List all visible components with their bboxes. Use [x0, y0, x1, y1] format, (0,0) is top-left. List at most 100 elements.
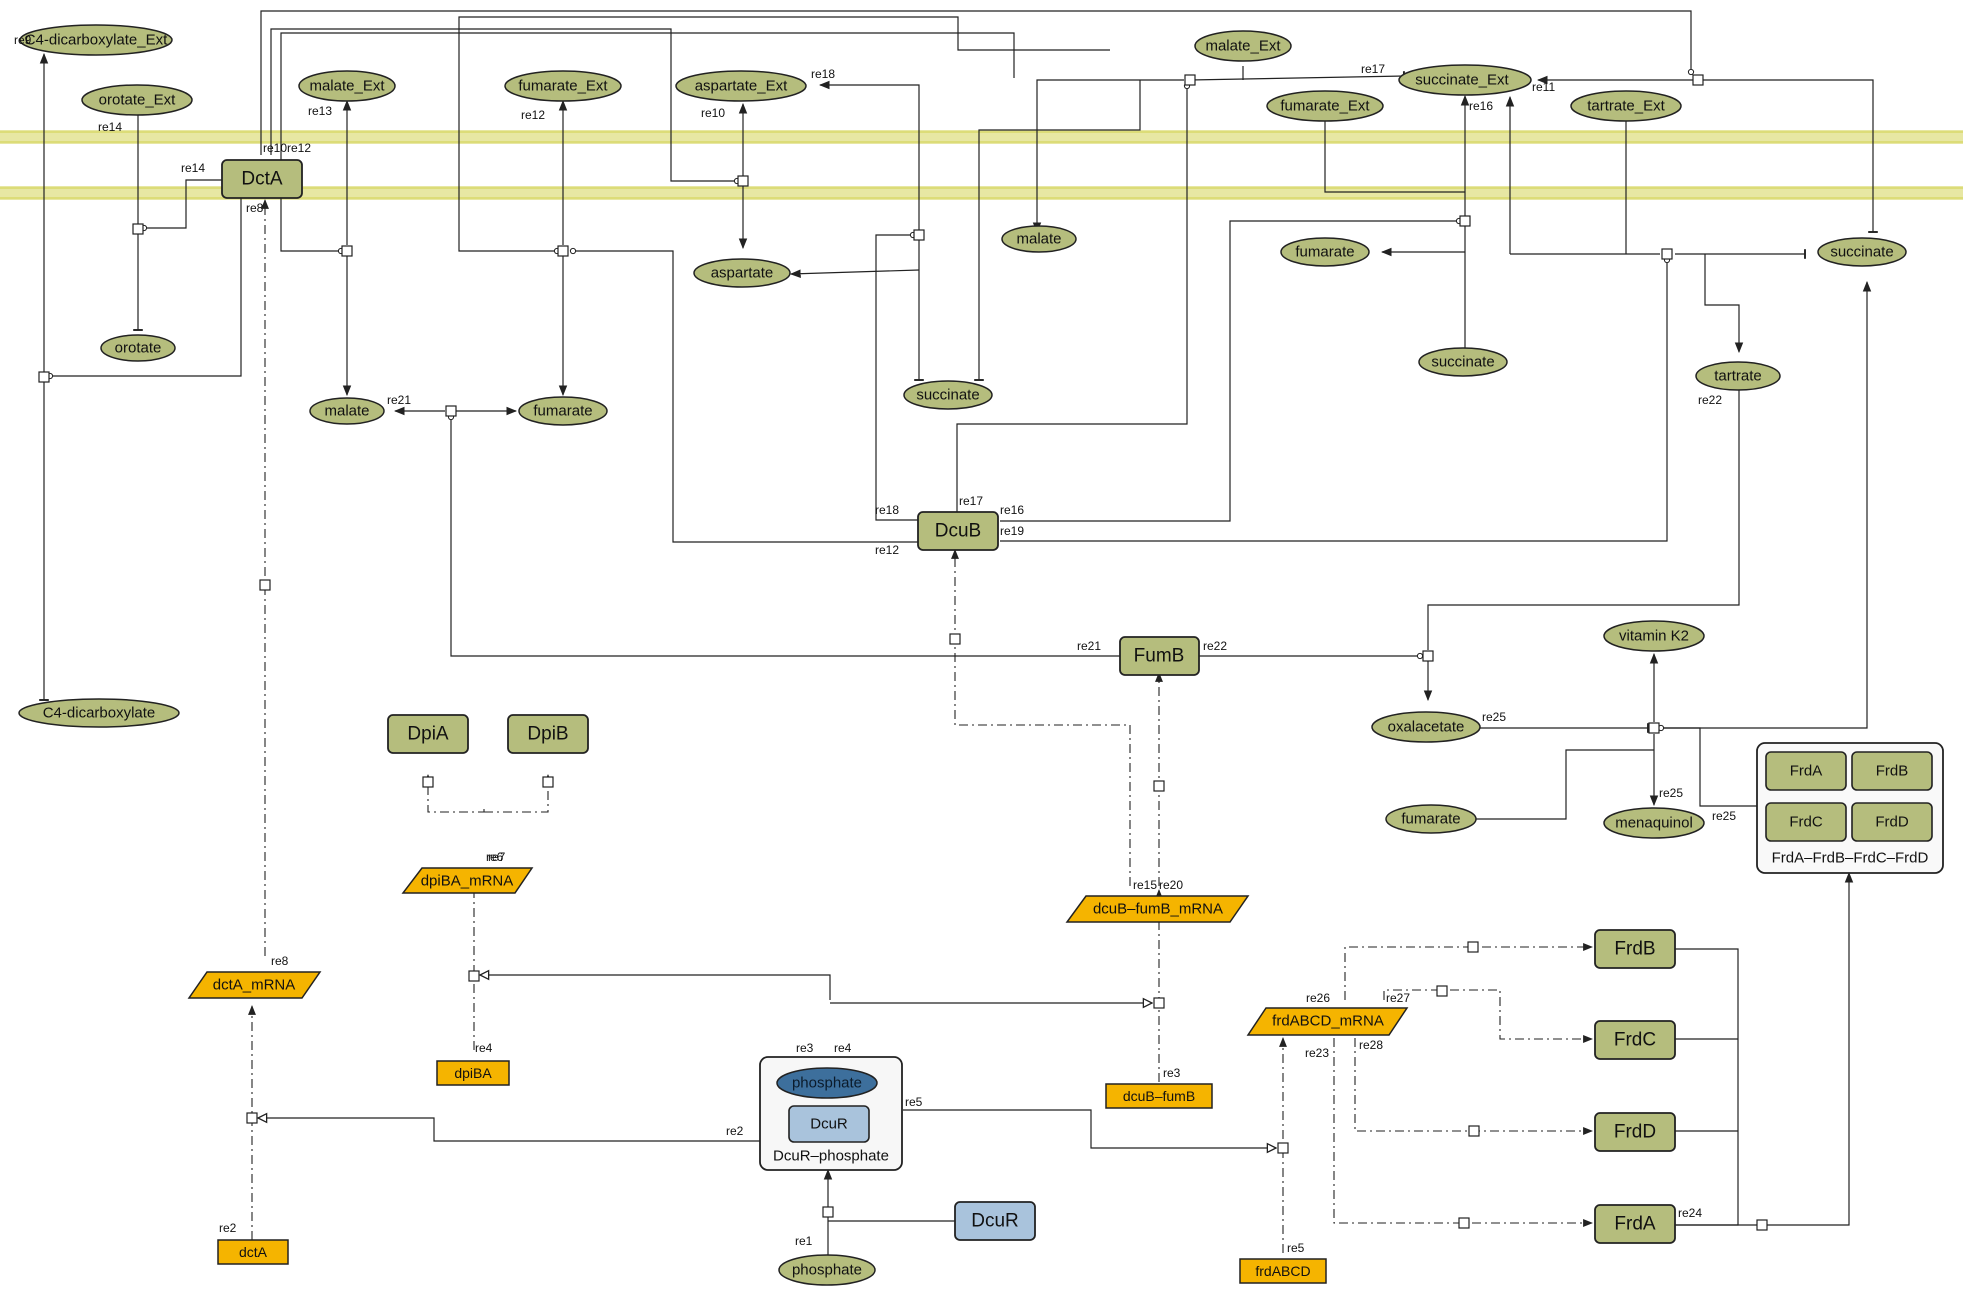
reaction-labels: re9 re14 re14 re13 re12 re10 re18 re12 r…: [14, 33, 1736, 1255]
mrna-dcub-fumb[interactable]: [1065, 895, 1250, 923]
metabolite-malate[interactable]: [309, 397, 385, 425]
metabolite-tartrate-ext[interactable]: [1570, 90, 1682, 122]
metabolite-fumarate-right[interactable]: [1280, 237, 1370, 267]
edge: [1354, 1038, 1593, 1135]
gene-dcta[interactable]: [217, 1239, 289, 1265]
edge: [458, 16, 1110, 255]
metabolite-fumarate-ext-2[interactable]: [1266, 90, 1384, 122]
mrna-dpiba[interactable]: [401, 867, 534, 894]
protein-dcur[interactable]: [954, 1201, 1036, 1241]
reaction-label: re28: [1359, 1038, 1383, 1052]
metabolite-aspartate[interactable]: [693, 258, 791, 288]
frd-complex[interactable]: [1756, 742, 1944, 874]
reaction-label: re4: [475, 1041, 493, 1055]
gene-frdabcd[interactable]: [1239, 1258, 1327, 1284]
edge: [1000, 217, 1463, 522]
metabolite-oxalacetate[interactable]: [1371, 711, 1481, 743]
metabolite-aspartate-ext[interactable]: [675, 70, 807, 102]
label-frd-sub-d: FrdD: [1875, 814, 1909, 831]
gene-dcub-fumb[interactable]: [1105, 1083, 1213, 1109]
metabolite-c4-ext[interactable]: [19, 24, 173, 56]
metabolite-succinate-ext[interactable]: [1398, 64, 1532, 96]
metabolite-malate-ext-2[interactable]: [1194, 30, 1292, 62]
label-phosphate: phosphate: [792, 1262, 862, 1279]
reaction-label: re26: [1306, 991, 1330, 1005]
mrna-dcta[interactable]: [187, 971, 322, 999]
label-malate: malate: [324, 403, 369, 420]
label-orotate: orotate: [115, 340, 162, 357]
reaction-label: re18: [875, 503, 899, 517]
process-node: [1661, 248, 1673, 260]
label-succinate-mid: succinate: [916, 387, 979, 404]
label-fumarate-ext-2: fumarate_Ext: [1280, 98, 1370, 115]
reaction-label: re23: [1305, 1046, 1329, 1060]
metabolite-malate-top[interactable]: [1001, 225, 1077, 253]
reaction-label: re11: [1532, 80, 1555, 94]
metabolite-fumarate[interactable]: [518, 396, 608, 426]
dcur-phosphate-complex[interactable]: [759, 1056, 903, 1171]
protein-dpia[interactable]: [387, 714, 469, 754]
edge: [1470, 749, 1654, 820]
protein-dpib[interactable]: [507, 714, 589, 754]
reaction-label: re5: [1287, 1241, 1305, 1255]
protein-frda[interactable]: [1594, 1204, 1676, 1244]
edge: [789, 269, 920, 279]
metabolite-malate-ext-1[interactable]: [298, 70, 396, 102]
mrnas: [187, 867, 1409, 1036]
process-node: [1436, 985, 1448, 997]
gene-dpiba[interactable]: [436, 1060, 510, 1086]
reaction-label: re27: [1386, 991, 1410, 1005]
node-labels: C4-dicarboxylate_Ext orotate_Ext malate_…: [25, 32, 1929, 1280]
label-fumarate-right: fumarate: [1295, 244, 1354, 261]
reaction-label: re4: [834, 1041, 852, 1055]
label-fumb: FumB: [1134, 646, 1185, 667]
label-bound-dcur: DcuR: [810, 1116, 848, 1133]
process-node: [38, 371, 50, 383]
reaction-label: re25: [1712, 809, 1736, 823]
edge: [1658, 280, 1872, 729]
process-nodes: [38, 74, 1768, 1231]
process-node: [542, 776, 554, 788]
metabolite-tartrate[interactable]: [1695, 361, 1781, 391]
edge: [480, 975, 831, 1000]
protein-frdd[interactable]: [1594, 1112, 1676, 1152]
label-aspartate-ext: aspartate_Ext: [695, 78, 788, 95]
reaction-label: re22: [1203, 639, 1227, 653]
edge: [1427, 376, 1744, 650]
metabolite-menaquinol[interactable]: [1603, 807, 1705, 839]
reaction-label: re21: [1077, 639, 1101, 653]
protein-dcub[interactable]: [917, 511, 999, 551]
frd-sub-c: [1765, 802, 1847, 842]
edge: [1612, 948, 1739, 1226]
process-node: [1648, 722, 1660, 734]
metabolite-c4-in[interactable]: [18, 698, 180, 728]
label-aspartate: aspartate: [711, 265, 774, 282]
protein-dcta[interactable]: [221, 159, 303, 199]
edge: [951, 549, 1131, 886]
metabolite-succinate-far[interactable]: [1817, 237, 1907, 267]
reaction-label: re8: [246, 201, 264, 215]
metabolite-succinate-mid[interactable]: [903, 380, 993, 410]
metabolite-vitamin-k2[interactable]: [1603, 620, 1705, 652]
edge: [818, 80, 920, 231]
protein-fumb[interactable]: [1119, 636, 1200, 676]
metabolite-fumarate-low[interactable]: [1385, 804, 1477, 834]
mrna-frdabcd[interactable]: [1246, 1007, 1409, 1036]
label-tartrate-ext: tartrate_Ext: [1587, 98, 1665, 115]
reaction-label: re6: [486, 850, 504, 864]
label-frdabcd-mrna: frdABCD_mRNA: [1272, 1013, 1384, 1030]
label-frd-complex: FrdA–FrdB–FrdC–FrdD: [1772, 850, 1929, 867]
metabolite-orotate-ext[interactable]: [81, 84, 193, 116]
process-node: [1467, 941, 1479, 953]
protein-frdb[interactable]: [1594, 929, 1676, 969]
metabolite-succinate-right[interactable]: [1418, 347, 1508, 377]
process-node: [1458, 1217, 1470, 1229]
metabolite-fumarate-ext-1[interactable]: [504, 70, 622, 102]
metabolite-phosphate[interactable]: [778, 1254, 876, 1286]
reaction-label: re16: [1469, 99, 1493, 113]
process-node: [132, 223, 144, 235]
process-node: [445, 405, 457, 417]
reaction-label: re14: [181, 161, 205, 175]
protein-frdc[interactable]: [1594, 1020, 1676, 1060]
metabolite-orotate[interactable]: [100, 334, 176, 362]
